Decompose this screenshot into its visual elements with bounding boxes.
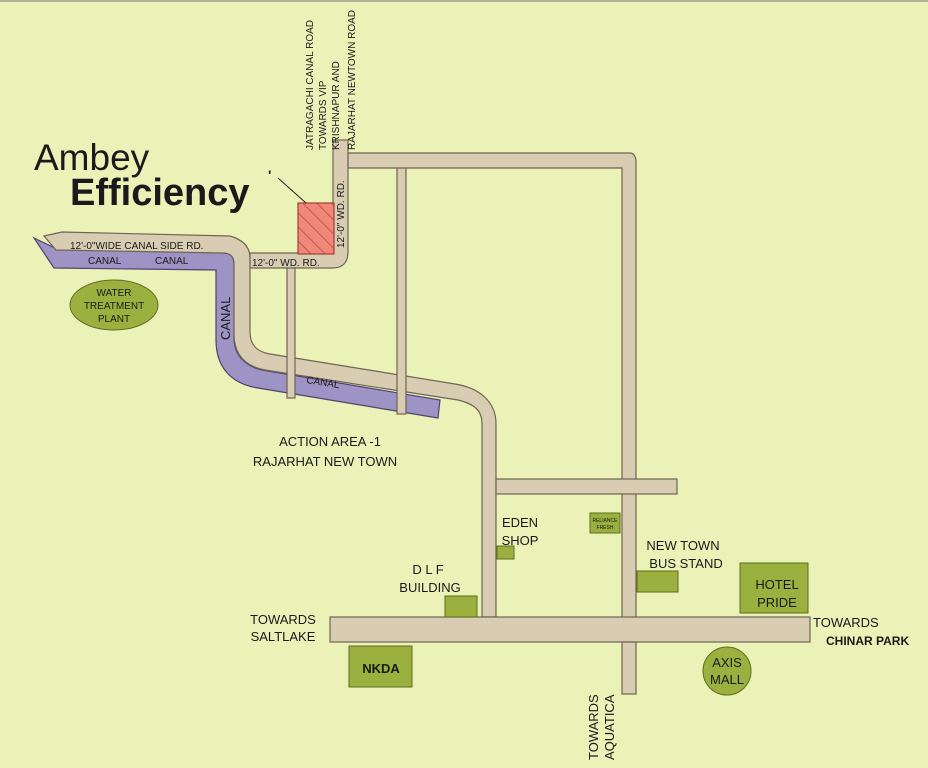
north-road-label-3: KRISHNAPUR AND [331,61,342,150]
hotel-pride [739,562,809,614]
canal-label-1: CANAL [88,256,122,267]
canal-label-3: CANAL [218,297,233,340]
water-label-2: TREATMENT [84,301,144,312]
wd-road-label-v: 12'-0" WD. RD. [336,180,347,248]
eden-label-2: SHOP [502,533,539,548]
canal-label-4: CANAL [306,375,341,391]
action-area-label-2: RAJARHAT NEW TOWN [253,454,397,469]
dlf-label-1: D L F [412,562,443,577]
canal-side-road-label: 12'-0"WIDE CANAL SIDE RD. [70,241,203,252]
bus-stand [636,570,679,593]
aquatica-label-2: AQUATICA [602,694,617,760]
site-pointer [277,177,307,204]
spur-road-1 [286,267,296,399]
nkda-building [348,645,413,688]
eden-shop [496,545,515,560]
bus-stand-label-1: NEW TOWN [646,538,719,553]
brand-line1: Ambey [34,137,150,178]
right-road [621,479,637,621]
bus-stand-label-2: BUS STAND [649,556,722,571]
wd-road-label-h: 12'-0" WD. RD. [252,258,320,269]
dlf-building [444,595,478,618]
cross-road [495,478,678,495]
axis-label-1: AXIS [712,655,742,670]
north-road-label-1: JATRAGACHI CANAL ROAD [305,20,316,150]
reliance-fresh [589,512,621,534]
brand-line2: Efficiency [70,172,250,214]
hotel-label-1: HOTEL [755,577,798,592]
eden-label-1: EDEN [502,515,538,530]
chinar-label-2: CHINAR PARK [826,634,909,648]
action-area-label-1: ACTION AREA -1 [279,434,381,449]
water-label-3: PLANT [98,314,130,325]
north-road-label-4: RAJARHAT NEWTOWN ROAD [347,10,358,150]
spur-road-2 [396,161,407,415]
dlf-label-2: BUILDING [399,580,460,595]
saltlake-label-2: SALTLAKE [251,629,316,644]
canal-label-2: CANAL [155,256,189,267]
reliance-label-2: FRESH [597,525,614,531]
water-treatment-plant [69,279,159,331]
chinar-label-1: TOWARDS [813,615,879,630]
reliance-label-1: RELIANCE [592,518,618,524]
aquatica-label-1: TOWARDS [586,694,601,760]
project-site [297,202,335,255]
aquatica-road [621,641,637,695]
axis-mall [702,646,752,696]
north-road-label-2: TOWARDS VIP [318,80,329,150]
nkda-label: NKDA [362,661,400,676]
main-road [329,616,811,643]
water-label-1: WATER [97,288,132,299]
site-marker: ' [268,167,271,183]
saltlake-label-1: TOWARDS [250,612,316,627]
hotel-label-2: PRIDE [757,595,797,610]
top-road [347,152,637,481]
axis-label-2: MALL [710,672,744,687]
